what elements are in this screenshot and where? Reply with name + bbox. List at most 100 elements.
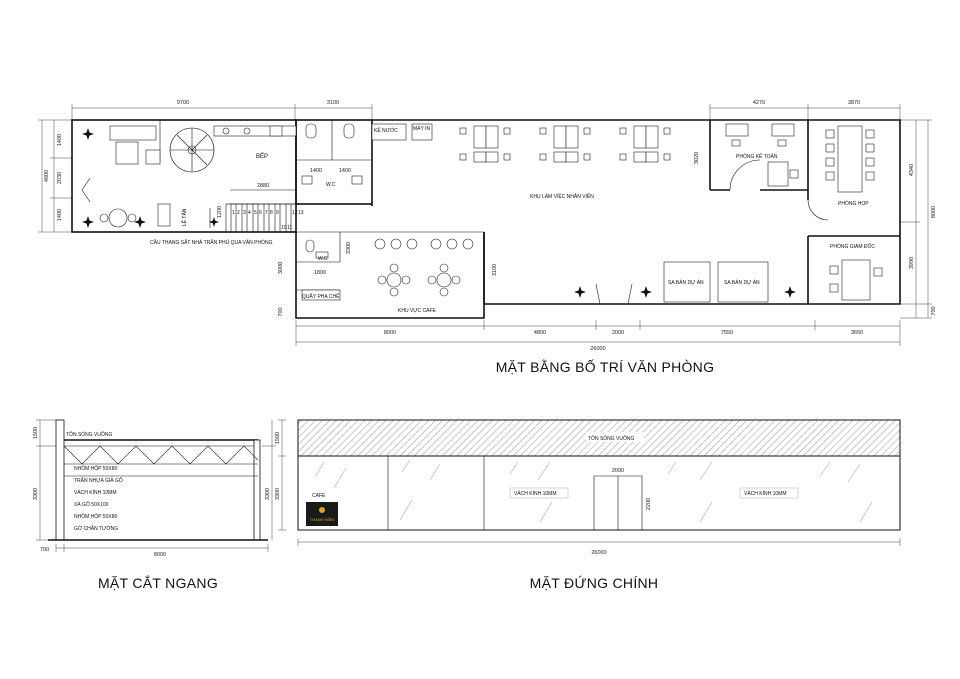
section-dim-2: 3300 — [33, 488, 39, 500]
workstation-cluster — [459, 125, 511, 163]
section-title: MẶT CẮT NGANG — [98, 574, 218, 591]
stair-step-7: 7 — [265, 210, 268, 216]
plan-dim-bottom-4: 7550 — [721, 330, 733, 336]
plan-dim-right-1: 4340 — [909, 164, 915, 176]
stair-note: CẦU THANG SẮT NHÀ TRẦN PHÚ QUA VĂN PHÒNG — [150, 238, 273, 246]
room-staff-area: KHU LÀM VIỆC NHÂN VIÊN — [530, 192, 594, 200]
cross-section: 1500 3300 3300 TÔN SÓNG VUÔNG NHÔM HỘP 5… — [33, 419, 276, 591]
plan-dim-left-3: 1400 — [57, 209, 63, 221]
door-swings — [81, 159, 829, 305]
plan-dim-inner-2880: 2880 — [257, 183, 269, 189]
plan-dim-inner-1400a: 1400 — [310, 168, 322, 174]
plant-icon — [82, 216, 94, 228]
stair-step-3: 3 — [243, 210, 246, 216]
room-reception: LỄ TÂN — [181, 208, 188, 226]
wc-fixtures — [296, 120, 433, 259]
cafe-tables — [301, 238, 474, 301]
stair-step-12: 12 — [292, 210, 298, 216]
section-label-1: TÔN SÓNG VUÔNG — [66, 431, 113, 438]
stair-step-11: 11 — [287, 225, 292, 231]
floor-plan: 9700 3100 4270 3870 1400 2030 1400 4800 — [38, 100, 937, 375]
elevation-dim-roof: 1500 — [275, 432, 281, 444]
section-dim-4: 700 — [40, 547, 49, 553]
section-dim-1: 1500 — [33, 427, 39, 439]
plan-furniture-left — [99, 125, 297, 228]
stair-step-4: 4 — [248, 210, 251, 216]
section-label-7: GỜ CHÂN TƯỜNG — [74, 525, 118, 532]
stair-step-10: 10 — [281, 225, 287, 231]
staff-workstations — [459, 125, 671, 163]
cafe-logo-text: THANH NIÊN — [310, 517, 335, 522]
room-wc-top: W.C — [326, 182, 336, 188]
section-label-5: XÀ GỒ 50X100 — [74, 501, 109, 508]
meeting-table — [825, 125, 875, 193]
room-meeting: PHÒNG HỌP — [838, 200, 869, 207]
stair-step-9: 9 — [276, 210, 279, 216]
glass-reflections — [315, 459, 873, 523]
spiral-stair — [169, 127, 215, 173]
director-furniture — [829, 259, 883, 301]
plant-icons — [82, 128, 796, 298]
water-shelf: KỆ NƯỚC — [374, 126, 398, 134]
plan-dim-inner-3100: 3100 — [492, 264, 498, 276]
plan-dim-total: 26000 — [590, 346, 605, 352]
plan-dim-inner-1200: 1200 — [217, 206, 223, 218]
room-kitchen: BẾP — [256, 153, 268, 160]
plan-dim-top-1: 9700 — [177, 100, 189, 106]
plan-dim-left-2: 2030 — [57, 172, 63, 184]
elevation-door-height: 2200 — [646, 498, 652, 510]
room-accountant: PHÒNG KẾ TOÁN — [736, 153, 778, 160]
plan-dim-left-4: 4800 — [44, 170, 50, 182]
printer: MÁY IN — [413, 125, 431, 132]
cafe-logo-mark — [319, 507, 325, 513]
plant-icon — [640, 286, 652, 298]
plan-dim-inner-700: 700 — [278, 307, 284, 316]
plan-dim-right-2: 3990 — [909, 257, 915, 269]
plan-top-dimensions: 9700 3100 4270 3870 — [71, 100, 901, 120]
cafe-logo — [306, 502, 338, 526]
stair-step-13: 13 — [298, 210, 304, 216]
stair-step-8: 8 — [270, 210, 273, 216]
plan-dim-inner-3000: 3000 — [278, 262, 284, 274]
plan-dim-right-3: 8000 — [931, 206, 937, 218]
elevation-title: MẶT ĐỨNG CHÍNH — [530, 575, 659, 591]
stair-step-1: 1 — [232, 210, 235, 216]
plan-dim-top-4: 3870 — [848, 100, 860, 106]
plan-dim-inner-1800: 1800 — [314, 270, 326, 276]
plan-dim-left-1: 1400 — [57, 134, 63, 146]
workstation-cluster — [619, 125, 671, 163]
room-bar: QUẦY PHA CHẾ — [302, 293, 340, 300]
elevation-dim-total: 26000 — [591, 550, 606, 556]
accountant-furniture — [725, 123, 799, 187]
section-label-4: VÁCH KÍNH 10MM — [74, 489, 117, 496]
project-model-2: SA BÀN DỰ ÁN — [724, 279, 760, 286]
stair-step-5: 5 — [254, 210, 257, 216]
plan-left-dimensions: 1400 2030 1400 4800 — [38, 119, 72, 233]
plan-dim-bottom-2: 4800 — [534, 330, 546, 336]
room-wc-bottom: W.C — [318, 256, 328, 262]
stair-step-6: 6 — [259, 210, 262, 216]
section-label-6: NHÔM HỘP 50X80 — [74, 513, 117, 520]
elevation-cafe-label: CAFE — [312, 493, 326, 499]
room-cafe-area: KHU VỰC CAFE — [398, 308, 437, 314]
section-dim-3: 3300 — [265, 488, 271, 500]
project-model-1: SA BÀN DỰ ÁN — [668, 279, 704, 286]
plan-dim-top-3: 4270 — [753, 100, 765, 106]
project-models — [663, 261, 769, 303]
elevation-dim-height: 3300 — [275, 488, 281, 500]
stair-step-2: 2 — [237, 210, 240, 216]
plan-dim-bottom-1: 8000 — [384, 330, 396, 336]
plant-icon — [134, 216, 146, 228]
plant-icon — [784, 286, 796, 298]
elevation-glass-left: VÁCH KÍNH 10MM — [514, 490, 557, 497]
workstation-cluster — [539, 125, 591, 163]
plan-dim-inner-3020: 3020 — [694, 152, 700, 164]
plan-right-dimensions: 4340 3990 8000 700 — [900, 119, 937, 319]
plan-dim-inner-1400b: 1400 — [339, 168, 351, 174]
room-director: PHÒNG GIÁM ĐỐC — [830, 243, 875, 250]
section-label-2: NHÔM HỘP 50X80 — [74, 465, 117, 472]
plant-icon — [209, 217, 219, 227]
section-dim-5: 8000 — [154, 552, 166, 558]
elevation-door-width: 2000 — [612, 468, 624, 474]
